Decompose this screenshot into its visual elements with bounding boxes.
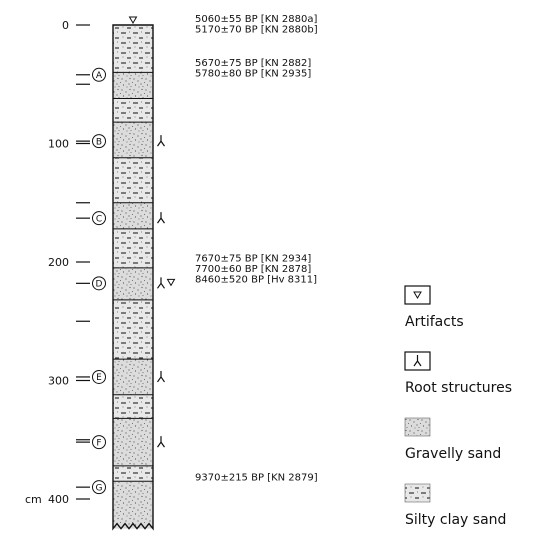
depth-unit-label: cm — [25, 493, 42, 506]
layer-markers: A B C D E F G — [76, 16, 176, 495]
depth-axis: 0 100 200 300 400 cm — [25, 19, 90, 506]
root-structure-icon — [157, 135, 165, 147]
radiocarbon-date: 8460±520 BP [Hv 8311] — [195, 275, 317, 286]
sediment-band-silty-clay-sand — [113, 299, 153, 360]
root-structure-icon — [157, 436, 165, 448]
root-structure-icon — [157, 370, 165, 383]
sediment-band-gravelly-sand — [113, 359, 153, 395]
legend-symbol-gravelly-sand — [404, 417, 431, 437]
sediment-band-gravelly-sand — [113, 418, 153, 466]
layer-circle — [92, 134, 106, 149]
layer-circle — [92, 67, 106, 82]
sediment-band-silty-clay-sand — [113, 25, 153, 73]
layer-circle — [92, 369, 106, 384]
legend-symbol-roots — [404, 351, 431, 371]
column-outline — [112, 24, 154, 531]
sediment-band-silty-clay-sand — [113, 157, 153, 203]
column-frame — [112, 24, 154, 531]
radiocarbon-date: 5780±80 BP [KN 2935] — [195, 69, 311, 80]
sediment-band-gravelly-sand — [113, 202, 153, 229]
sediment-band-gravelly-sand — [113, 267, 153, 300]
depth-tick-label: 400 — [48, 493, 69, 506]
sediment-band-silty-clay-sand — [113, 228, 153, 268]
radiocarbon-date: 5670±75 BP [KN 2882] — [195, 58, 311, 69]
radiocarbon-date: 5170±70 BP [KN 2880b] — [195, 25, 318, 36]
root-structure-icon — [413, 355, 422, 367]
layer-circle — [92, 276, 106, 291]
radiocarbon-date: 5060±55 BP [KN 2880a] — [195, 14, 317, 25]
sediment-column — [113, 24, 153, 529]
legend-label-roots: Root structures — [405, 380, 512, 396]
legend-symbol-silty-clay-sand — [404, 483, 431, 503]
depth-tick-label: 200 — [48, 256, 69, 269]
depth-tick-label: 0 — [62, 19, 69, 32]
radiocarbon-date: 7670±75 BP [KN 2934] — [195, 253, 311, 264]
legend-label-silty-clay-sand: Silty clay sand — [405, 512, 506, 528]
artifact-icon — [128, 16, 138, 24]
layer-circle — [92, 435, 106, 450]
artifact-icon — [413, 291, 422, 299]
sediment-band-silty-clay-sand — [113, 465, 153, 482]
layer-letter: E — [96, 373, 102, 383]
radiocarbon-date: 7700±60 BP [KN 2878] — [195, 264, 311, 275]
sediment-band-gravelly-sand — [113, 72, 153, 99]
sediment-band-gravelly-sand — [113, 122, 153, 158]
sediment-band-silty-clay-sand — [113, 394, 153, 419]
layer-letter: F — [96, 438, 101, 448]
layer-circle — [92, 211, 106, 226]
legend-label-gravelly-sand: Gravelly sand — [405, 446, 501, 462]
layer-letter: D — [96, 280, 103, 290]
depth-tick-label: 300 — [48, 375, 69, 388]
depth-tick-label: 100 — [48, 138, 69, 151]
legend-symbol-artifacts — [404, 285, 431, 305]
root-structure-icon — [157, 277, 165, 289]
sediment-band-gravelly-sand — [113, 481, 153, 529]
root-structure-icon — [157, 212, 165, 224]
layer-letter: G — [96, 483, 103, 493]
legend-label-artifacts: Artifacts — [405, 314, 464, 330]
sediment-band-silty-clay-sand — [113, 98, 153, 123]
layer-letter: B — [96, 137, 102, 147]
layer-letter: A — [96, 71, 103, 81]
layer-letter: C — [96, 214, 102, 224]
layer-circle — [92, 480, 106, 495]
radiocarbon-date: 9370±215 BP [KN 2879] — [195, 473, 318, 484]
radiocarbon-dates: 5060±55 BP [KN 2880a]5170±70 BP [KN 2880… — [195, 14, 318, 484]
artifact-icon — [166, 278, 176, 287]
